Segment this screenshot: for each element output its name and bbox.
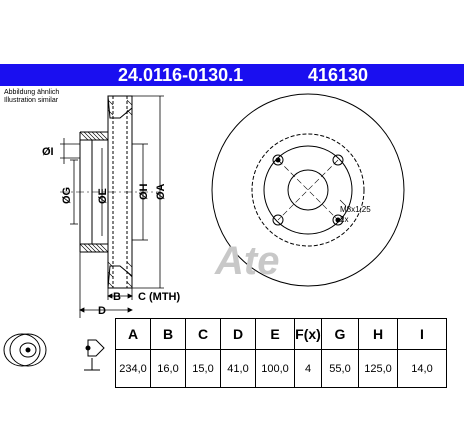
value-cell-F: 4	[294, 349, 322, 388]
reference-number: 416130	[308, 65, 369, 85]
note-line-de: Abbildung ähnlich	[4, 89, 60, 96]
value-cell-A: 234,0	[115, 349, 151, 388]
value-cell-E: 100,0	[255, 349, 295, 388]
header-cell-I: I	[397, 318, 447, 350]
note-line-en: Illustration similar	[4, 97, 59, 104]
header-cell-F: F(x)	[294, 318, 322, 350]
table-header-row: A B C D E F(x) G H I	[115, 318, 447, 350]
header-cell-E: E	[255, 318, 295, 350]
thumbnail-area	[3, 333, 105, 371]
value-cell-I: 14,0	[397, 349, 447, 388]
disc-cross-section	[60, 95, 160, 289]
value-cell-D: 41,0	[220, 349, 256, 388]
dim-label-E: ØE	[97, 188, 109, 204]
header-cell-B: B	[150, 318, 186, 350]
value-cell-G: 55,0	[321, 349, 359, 388]
thread-label: M8x1,25	[340, 205, 371, 214]
dim-label-A: ØA	[155, 183, 167, 200]
header-cell-A: A	[115, 318, 151, 350]
dim-label-H: ØH	[138, 183, 150, 200]
dimension-lines	[60, 95, 164, 318]
header-cell-G: G	[321, 318, 359, 350]
dim-label-I: ØI	[42, 146, 54, 158]
brake-disc-thumbnail-icon	[3, 333, 47, 367]
dim-label-B: B	[113, 291, 121, 303]
dim-label-D: D	[98, 305, 106, 317]
illustration-note: Abbildung ähnlich Illustration similar	[4, 89, 59, 105]
part-number: 24.0116-0130.1	[118, 65, 244, 85]
header-cell-C: C	[185, 318, 221, 350]
brake-disc-wear-icon	[84, 339, 105, 371]
spec-table: A B C D E F(x) G H I 234,0 16,0 15,0 41,…	[115, 318, 447, 388]
value-cell-C: 15,0	[185, 349, 221, 388]
dim-label-G: ØG	[61, 187, 73, 204]
ate-logo-watermark: Ate	[214, 239, 279, 283]
disc-front-view	[211, 93, 405, 287]
thread-count-label: 2x	[340, 215, 348, 224]
header-cell-D: D	[220, 318, 256, 350]
title-bar: 24.0116-0130.1 416130	[0, 64, 464, 86]
value-cell-H: 125,0	[358, 349, 398, 388]
value-cell-B: 16,0	[150, 349, 186, 388]
header-cell-H: H	[358, 318, 398, 350]
table-values-row: 234,0 16,0 15,0 41,0 100,0 4 55,0 125,0 …	[115, 349, 447, 388]
dim-label-C: C (MTH)	[138, 291, 180, 303]
